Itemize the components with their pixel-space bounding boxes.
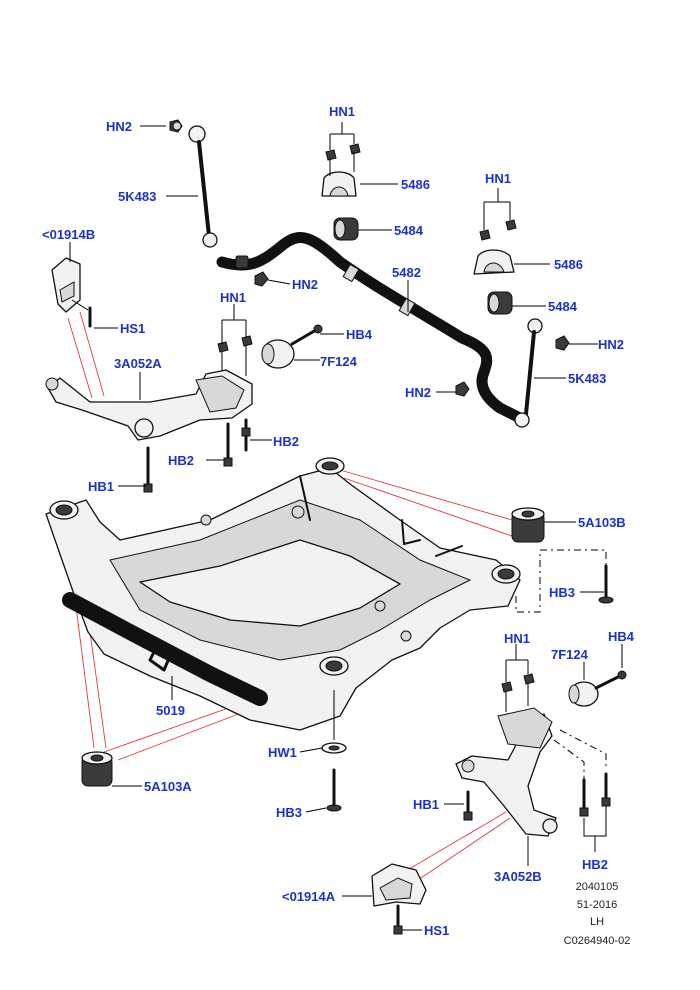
callout-hb2-bottom: HB2 <box>582 857 608 872</box>
callout-3a052a: 3A052A <box>114 356 162 371</box>
callout-hb3-bottom: HB3 <box>276 805 302 820</box>
footer-side: LH <box>590 916 604 928</box>
callout-7f124-top: 7F124 <box>320 354 358 369</box>
nut-hn2-group <box>169 119 570 397</box>
callout-hb2-right: HB2 <box>273 434 299 449</box>
callout-hs1-bottom: HS1 <box>424 923 449 938</box>
bushing-mid <box>333 217 359 241</box>
bolts-hb2-upper <box>223 418 251 467</box>
callout-5k483-left: 5K483 <box>118 189 156 204</box>
bracket-bottom <box>371 863 427 935</box>
callout-hb2-left: HB2 <box>168 453 194 468</box>
callout-hn2-bar-mid: HN2 <box>292 277 318 292</box>
bolt-hb3-right <box>515 549 614 613</box>
diagram-footer: 2040105 51-2016 LH C0264940-02 <box>564 881 631 947</box>
callout-5k483-right: 5K483 <box>568 371 606 386</box>
subframe-bushing-bottom <box>81 751 113 787</box>
callout-hn2-right: HN2 <box>598 337 624 352</box>
footer-reference: C0264940-02 <box>564 935 631 947</box>
control-arm-lower <box>455 707 558 837</box>
callout-5a103b: 5A103B <box>578 515 626 530</box>
bushing-clamp-mid <box>321 143 361 197</box>
callout-hb4-top: HB4 <box>346 327 373 342</box>
callout-hb1-left: HB1 <box>88 479 114 494</box>
footer-code-1: 2040105 <box>576 881 619 893</box>
callout-hn1-left: HN1 <box>220 290 246 305</box>
callout-hn1-bottom: HN1 <box>504 631 530 646</box>
nut-hn1-left <box>217 335 253 380</box>
callout-5482: 5482 <box>392 265 421 280</box>
bushing-right <box>487 291 513 315</box>
callout-5019: 5019 <box>156 703 185 718</box>
bolts-hb2-lower <box>553 729 611 817</box>
footer-code-2: 51-2016 <box>577 899 617 911</box>
callout-hn1-top-right: HN1 <box>485 171 511 186</box>
callout-01914a: <01914A <box>282 889 336 904</box>
bracket-top <box>51 257 92 328</box>
callout-hb3-right: HB3 <box>549 585 575 600</box>
subframe <box>45 457 521 731</box>
callout-3a052b: 3A052B <box>494 869 542 884</box>
bushing-clamp-right <box>473 219 517 275</box>
callout-5486-right: 5486 <box>554 257 583 272</box>
arm-bushing-bottom <box>568 670 627 707</box>
callout-hw1: HW1 <box>268 745 297 760</box>
callout-labels: HN2 5K483 HN1 5486 5484 HN1 5486 5484 <0… <box>42 104 635 938</box>
callout-5484-right: 5484 <box>548 299 578 314</box>
callout-5a103a: 5A103A <box>144 779 192 794</box>
callout-5486-mid: 5486 <box>401 177 430 192</box>
crossmember-tube <box>62 592 268 706</box>
callout-hn2-lower: HN2 <box>405 385 431 400</box>
nut-hn1-bottom <box>501 673 535 712</box>
stabilizer-link-left <box>188 125 249 269</box>
callout-hs1-top: HS1 <box>120 321 145 336</box>
callout-hb4-bottom: HB4 <box>608 629 635 644</box>
callout-7f124-bottom: 7F124 <box>551 647 589 662</box>
arm-bushing-top <box>261 324 323 369</box>
control-arm-upper <box>45 369 253 493</box>
subframe-bushing-top <box>511 507 545 543</box>
stabilizer-link-right <box>514 318 543 428</box>
callout-5484-mid: 5484 <box>394 223 424 238</box>
callout-hn2-link-top: HN2 <box>106 119 132 134</box>
stabilizer-bar <box>216 232 526 424</box>
callout-01914b: <01914B <box>42 227 95 242</box>
leader-lines <box>69 122 623 931</box>
callout-hn1-top-mid: HN1 <box>329 104 355 119</box>
callout-hb1-bottom: HB1 <box>413 797 439 812</box>
